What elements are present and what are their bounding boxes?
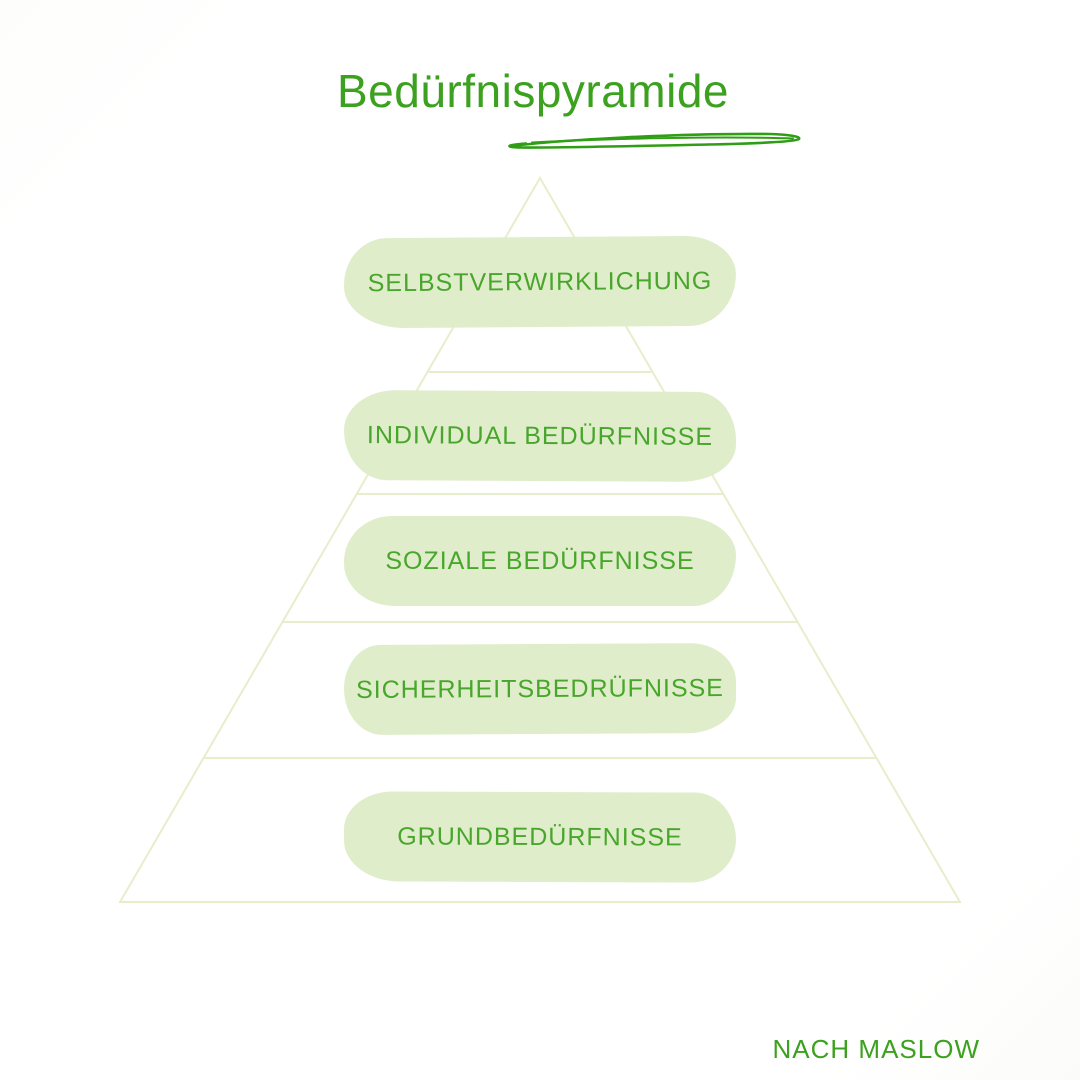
pyramid-level-1: SELBSTVERWIRKLICHUNG: [343, 235, 737, 329]
pyramid-level-2: INDIVIDUAL BEDÜRFNISSE: [343, 389, 737, 483]
attribution-text: NACH MASLOW: [772, 1034, 980, 1064]
pyramid-level-3-label: SOZIALE BEDÜRFNISSE: [385, 546, 695, 575]
pyramid-level-4: SICHERHEITSBEDRÜFNISSE: [343, 642, 737, 736]
page-title: Bedürfnispyramide: [336, 65, 730, 117]
pyramid-level-4-label: SICHERHEITSBEDRÜFNISSE: [355, 673, 725, 704]
pyramid-level-3: SOZIALE BEDÜRFNISSE: [344, 516, 736, 606]
pyramid-level-5-label: GRUNDBEDÜRFNISSE: [397, 822, 683, 851]
pyramid-level-1-label: SELBSTVERWIRKLICHUNG: [367, 266, 713, 297]
underline-scribble-icon: [508, 132, 801, 149]
pyramid-level-2-label: INDIVIDUAL BEDÜRFNISSE: [366, 420, 714, 451]
pyramid-level-5: GRUNDBEDÜRFNISSE: [343, 791, 737, 883]
pyramid-triangle: [118, 176, 962, 903]
